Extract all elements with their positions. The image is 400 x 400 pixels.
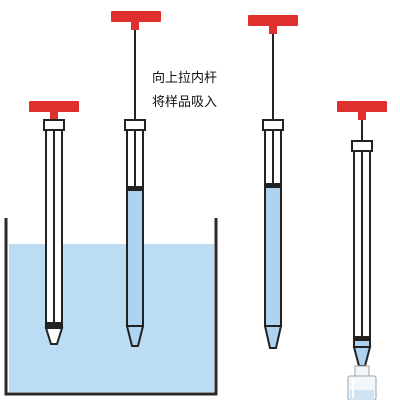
tube-plunger-seal bbox=[265, 183, 281, 188]
tube-tip bbox=[263, 325, 283, 349]
plunger-handle-stem bbox=[131, 22, 139, 30]
tube-cap bbox=[262, 119, 284, 131]
caption-line-2: 将样品吸入 bbox=[152, 95, 218, 110]
plunger-handle bbox=[111, 11, 161, 22]
beaker bbox=[4, 218, 218, 396]
tube-sample bbox=[127, 190, 143, 326]
tube-plunger-seal bbox=[354, 336, 370, 341]
beaker-liquid bbox=[9, 244, 214, 392]
vial-neck bbox=[354, 365, 370, 377]
plunger-handle-stem bbox=[50, 112, 58, 120]
beaker-outline bbox=[4, 218, 218, 396]
plunger-handle-stem bbox=[269, 26, 277, 34]
tube-cap bbox=[351, 140, 373, 152]
plunger-handle bbox=[248, 15, 298, 26]
sampler-2 bbox=[111, 11, 161, 347]
vial-sample bbox=[350, 390, 374, 400]
sampler-3 bbox=[248, 15, 298, 349]
tube-plunger-seal bbox=[127, 186, 143, 191]
tube-sample bbox=[354, 339, 370, 347]
caption-line-1: 向上拉内杆 bbox=[152, 71, 218, 86]
plunger-handle bbox=[337, 101, 387, 112]
plunger-handle-stem bbox=[358, 112, 366, 120]
instruction-caption: 向上拉内杆 将样品吸入 bbox=[152, 67, 262, 115]
tube-tip bbox=[125, 325, 145, 347]
tube-plunger-seal bbox=[46, 322, 62, 328]
plunger-handle bbox=[29, 101, 79, 112]
tube-sample bbox=[265, 188, 281, 326]
sampler-1 bbox=[29, 101, 79, 345]
sample-vial bbox=[347, 365, 377, 400]
